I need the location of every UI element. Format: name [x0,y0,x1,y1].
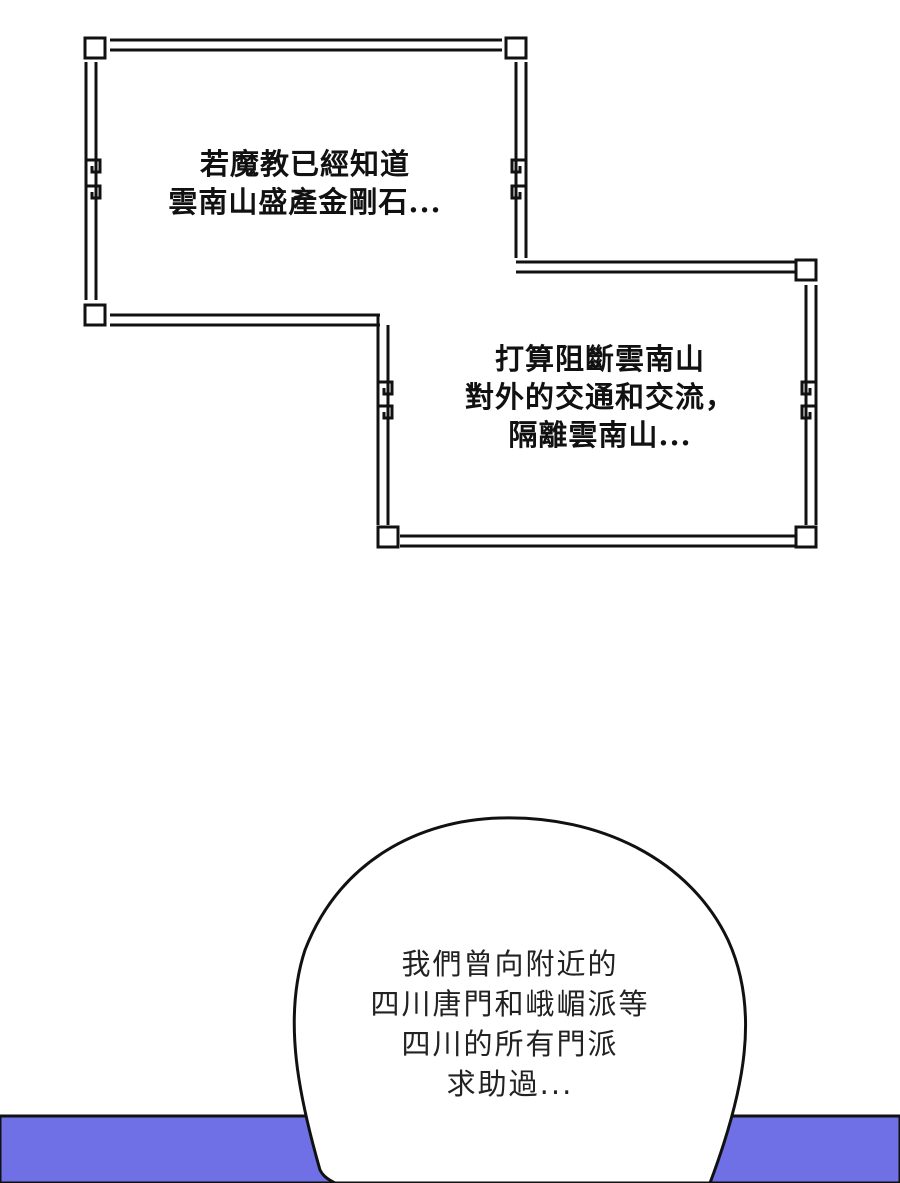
caption-1-line: 若魔教已經知道 [199,147,410,181]
caption-2-line: 隔離雲南山... [508,418,692,452]
caption-1-line: 雲南山盛產金剛石... [168,185,442,219]
speech-bubble-outline [292,816,748,1183]
speech-line: 四川唐門和峨嵋派等 [370,987,650,1021]
speech-line: 求助過... [446,1067,574,1101]
speech-line: 我們曾向附近的 [401,947,619,981]
caption-frame-2 [376,258,818,549]
speech-line: 四川的所有門派 [401,1027,619,1061]
caption-2-text: 打算阻斷雲南山 對外的交通和交流， 隔離雲南山... [410,340,790,454]
caption-2-line: 打算阻斷雲南山 [494,342,705,376]
caption-1-text: 若魔教已經知道 雲南山盛產金剛石... [120,145,490,221]
speech-bubble-text: 我們曾向附近的 四川唐門和峨嵋派等 四川的所有門派 求助過... [320,944,700,1104]
caption-frame-1 [83,36,528,327]
caption-2-line: 對外的交通和交流， [464,380,735,414]
